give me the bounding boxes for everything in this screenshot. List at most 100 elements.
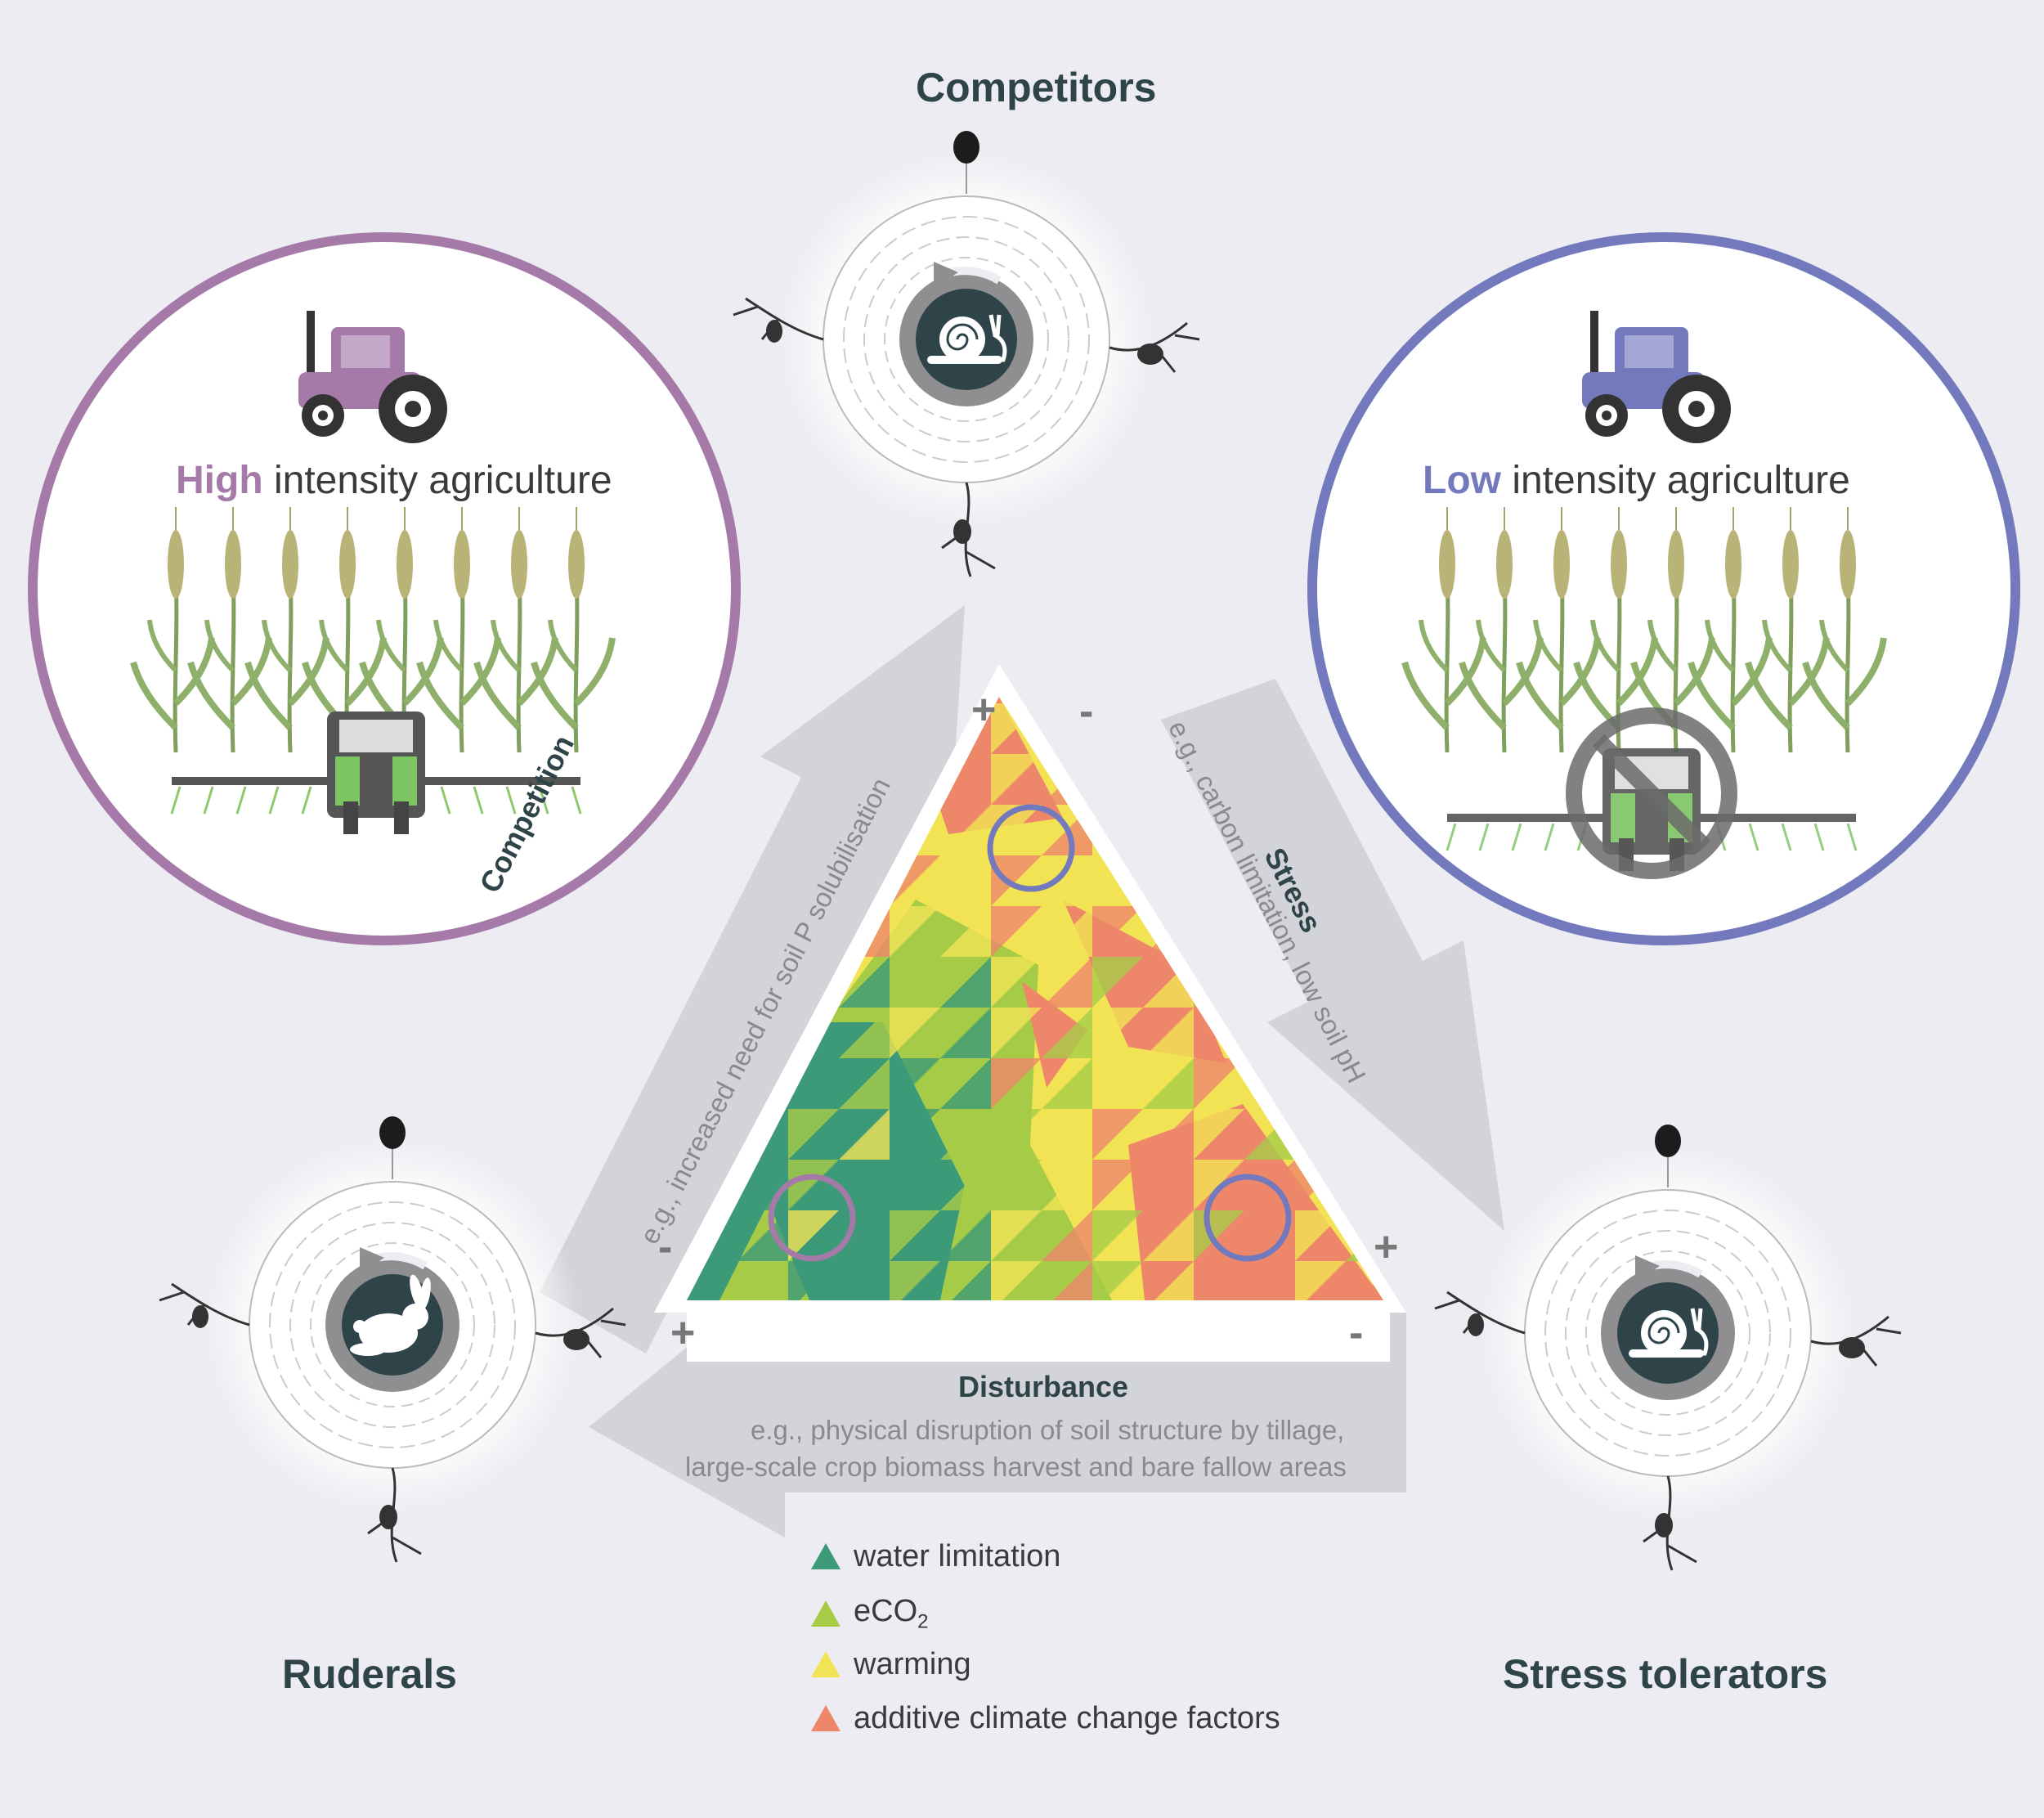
- mosaic-facet: [940, 1008, 991, 1058]
- legend-label: warming: [854, 1646, 971, 1681]
- mosaic-facet: [788, 1210, 839, 1261]
- legend-eco2: eCO2: [809, 1593, 929, 1633]
- mosaic-facet: [890, 1058, 940, 1109]
- mosaic-facet: [890, 906, 940, 957]
- stress-tolerator-marker: [1204, 1174, 1292, 1262]
- mosaic-facet: [991, 855, 1042, 906]
- disturbance-title: Disturbance: [958, 1370, 1129, 1403]
- mosaic-facet: [1092, 1210, 1143, 1261]
- mosaic-facet: [687, 805, 737, 855]
- legend-label: additive climate change factors: [854, 1700, 1280, 1735]
- mosaic-facet: [991, 1210, 1042, 1261]
- mosaic-facet: [839, 1109, 890, 1160]
- mosaic-facet: [1346, 1160, 1383, 1210]
- mosaic-facet: [991, 1008, 1042, 1058]
- mosaic-facet: [839, 1008, 890, 1058]
- mosaic-facet: [1092, 1109, 1143, 1160]
- mosaic-facet: [1092, 957, 1143, 1008]
- mosaic-facet: [1092, 906, 1143, 957]
- stress-tolerators-title: Stress tolerators: [1503, 1651, 1828, 1697]
- mosaic-facet: [1143, 855, 1194, 906]
- competitor-marker: [987, 804, 1075, 892]
- mosaic-facet: [1143, 1109, 1194, 1160]
- mosaic-facet: [890, 1109, 940, 1160]
- competition-minus-left: -: [658, 1223, 673, 1271]
- mosaic-facet: [737, 1210, 788, 1261]
- mosaic-facet: [1092, 1160, 1143, 1210]
- mosaic-facet: [788, 1160, 839, 1210]
- low-intensity-label: Low intensity agriculture: [1423, 458, 1850, 503]
- mosaic-facet: [890, 1261, 940, 1300]
- mosaic-facet: [940, 1109, 991, 1160]
- mosaic-facet: [737, 1261, 788, 1300]
- legend-eco2-sub: 2: [917, 1610, 929, 1633]
- legend-swatch: [811, 1705, 840, 1731]
- high-intensity-panel: [28, 232, 741, 945]
- mosaic-facet: [788, 1109, 839, 1160]
- competition-plus: +: [971, 686, 997, 734]
- high-intensity-label: High intensity agriculture: [176, 458, 612, 503]
- no-symbol-icon: [1566, 707, 1737, 879]
- high-emphasis: High: [176, 459, 263, 502]
- mosaic-facet: [1092, 1058, 1143, 1109]
- mosaic-facet: [940, 1058, 991, 1109]
- legend-water-limitation: water limitation: [809, 1537, 1060, 1575]
- mosaic-facet: [940, 805, 991, 855]
- mosaic-facet: [1092, 754, 1143, 805]
- mosaic-facet: [1194, 1058, 1244, 1109]
- mosaic-facet: [1042, 1210, 1092, 1261]
- stress-arrow: [1161, 679, 1504, 1231]
- competitors-root-section: [733, 131, 1199, 577]
- stress-plus: +: [1374, 1223, 1399, 1271]
- mosaic-facet: [839, 957, 890, 1008]
- mosaic-facet: [687, 855, 737, 906]
- mosaic-facet: [991, 1160, 1042, 1210]
- legend-swatch: [811, 1543, 840, 1569]
- mosaic-facet: [1143, 1008, 1194, 1058]
- disturbance-desc-1: e.g., physical disruption of soil struct…: [751, 1415, 1345, 1445]
- mosaic-facet: [890, 1008, 940, 1058]
- low-emphasis: Low: [1423, 459, 1501, 502]
- mosaic-facet: [839, 1261, 890, 1300]
- legend-additive: additive climate change factors: [809, 1699, 1280, 1737]
- legend-eco2-main: eCO: [854, 1593, 918, 1628]
- mosaic-facet: [1042, 957, 1092, 1008]
- mosaic-facet: [1092, 703, 1143, 754]
- mosaic-facet: [940, 855, 991, 906]
- mosaic-facet: [991, 1109, 1042, 1160]
- high-rest: intensity agriculture: [262, 459, 612, 502]
- mosaic-facet: [940, 754, 991, 805]
- mosaic-facet: [940, 906, 991, 957]
- mosaic-facet: [1042, 1008, 1092, 1058]
- mosaic-facet: [1194, 1261, 1244, 1300]
- mosaic-facet: [991, 1058, 1042, 1109]
- mosaic-facet: [890, 1160, 940, 1210]
- mosaic-facet: [1295, 1210, 1346, 1261]
- stress-tolerators-root-section: [1435, 1124, 1901, 1570]
- legend-label: water limitation: [854, 1538, 1061, 1573]
- low-intensity-panel: [1307, 232, 2020, 945]
- mosaic-facet: [1143, 1210, 1194, 1261]
- mosaic-facet: [1143, 1160, 1194, 1210]
- mosaic-facet: [1042, 855, 1092, 906]
- mosaic-facet: [788, 1261, 839, 1300]
- mosaic-facet: [1042, 1261, 1092, 1300]
- mosaic-facet: [940, 1261, 991, 1300]
- mosaic-facet: [1143, 1261, 1194, 1300]
- mosaic-facet: [1143, 1058, 1194, 1109]
- ruderals-root-section: [159, 1116, 625, 1562]
- mosaic-facet: [940, 957, 991, 1008]
- mosaic-facet: [890, 957, 940, 1008]
- mosaic-facet: [839, 1160, 890, 1210]
- mosaic-facet: [1194, 906, 1244, 957]
- ruderals-title: Ruderals: [282, 1651, 457, 1697]
- mosaic-facet: [940, 1160, 991, 1210]
- ruderal-plus: +: [670, 1309, 696, 1357]
- mosaic-facet: [839, 1210, 890, 1261]
- mosaic-facet: [839, 1058, 890, 1109]
- mosaic-facet: [890, 1210, 940, 1261]
- mosaic-facet: [1092, 1261, 1143, 1300]
- mosaic-facet: [1346, 1261, 1383, 1300]
- mosaic-facet: [1244, 1210, 1295, 1261]
